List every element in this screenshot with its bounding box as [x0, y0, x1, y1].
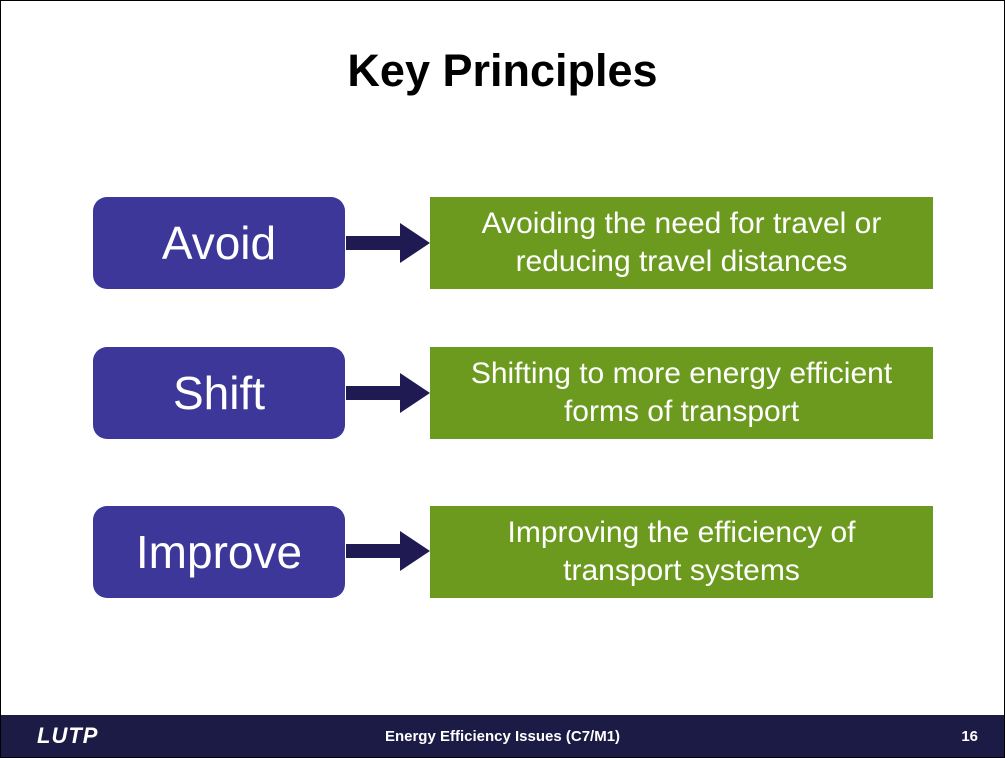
arrow-right-icon [346, 223, 430, 263]
arrow-right-icon [346, 531, 430, 571]
page-number: 16 [961, 728, 978, 745]
principle-improve-description: Improving the efficiency of transport sy… [430, 506, 933, 598]
arrow-right-icon [346, 373, 430, 413]
slide-title: Key Principles [347, 45, 658, 96]
principle-shift-box: Shift [93, 347, 345, 439]
principle-avoid-box: Avoid [93, 197, 345, 289]
lutp-logo: LUTP [37, 723, 99, 748]
principle-improve-box: Improve [93, 506, 345, 598]
footer-bar: LUTP Energy Efficiency Issues (C7/M1) 16 [1, 715, 1004, 757]
principle-avoid-description: Avoiding the need for travel or reducing… [430, 197, 933, 289]
course-title: Energy Efficiency Issues (C7/M1) [384, 728, 621, 745]
principle-shift-description: Shifting to more energy efficient forms … [430, 347, 933, 439]
